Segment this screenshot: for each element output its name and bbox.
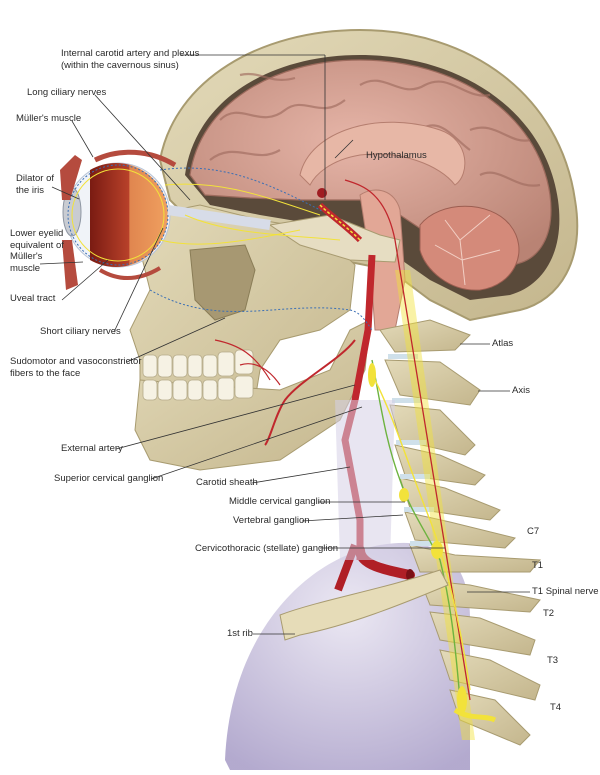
teeth: [142, 349, 254, 401]
sympathetic-trunk: [371, 359, 461, 701]
label-sudomotor-fibers: Sudomotor and vasoconstrictor fibers to …: [10, 356, 141, 379]
label-short-ciliary-nerves: Short ciliary nerves: [40, 326, 121, 337]
superior-cervical-ganglion-shape: [368, 363, 376, 387]
label-stellate-ganglion: Cervicothoracic (stellate) ganglion: [195, 543, 339, 554]
label-lower-eyelid-line3: Müller's: [10, 251, 43, 262]
cerebellum-folia: [434, 214, 501, 286]
carotid-sheath: [335, 400, 395, 560]
facial-artery-branches: [214, 339, 281, 386]
lower-eyelid-muscle: [62, 240, 78, 290]
middle-cervical-ganglion-shape: [399, 488, 409, 502]
label-atlas: Atlas: [492, 338, 514, 349]
descending-tract: [344, 179, 471, 701]
label-vertebral-ganglion: Vertebral ganglion: [233, 515, 310, 526]
label-uveal-tract: Uveal tract: [10, 293, 56, 304]
corpus-callosum: [299, 121, 466, 186]
label-dilator-line2: the iris: [16, 184, 44, 196]
label-first-rib: 1st rib: [227, 628, 253, 639]
label-sudomotor-line2: fibers to the face: [10, 367, 81, 379]
orbit-socket: [189, 244, 256, 321]
label-mullers-muscle: Müller's muscle: [16, 113, 82, 124]
label-middle-cervical-ganglion: Middle cervical ganglion: [229, 496, 331, 507]
label-axis: Axis: [512, 385, 530, 396]
label-hypothalamus: Hypothalamus: [366, 150, 427, 161]
leader-lines: [39, 54, 530, 635]
intervertebral-discs: [388, 354, 440, 546]
label-t2: T2: [543, 608, 555, 619]
label-t1-spinal-nerve: T1 Spinal nerve: [532, 586, 599, 597]
sympathetic-trunk-2: [374, 379, 471, 691]
label-t1: T1: [532, 560, 544, 571]
label-external-artery: External artery: [61, 443, 123, 454]
label-dilator-of-iris: Dilator of the iris: [16, 173, 54, 196]
stellate-ganglion-shape: [431, 541, 443, 559]
label-lower-eyelid: Lower eyelid equivalent of Müller's musc…: [10, 228, 64, 274]
eyeball: [62, 162, 171, 268]
label-internal-carotid: Internal carotid artery and plexus (with…: [61, 48, 199, 71]
optic-nerve: [167, 205, 271, 230]
carotid-plexus: [317, 188, 363, 243]
label-dilator-line1: Dilator of: [16, 173, 55, 184]
cerebellum: [419, 205, 520, 291]
label-superior-cervical-ganglion: Superior cervical ganglion: [54, 473, 164, 484]
label-t3: T3: [547, 655, 559, 666]
spinal-cord: [395, 270, 475, 740]
label-c7: C7: [527, 526, 540, 537]
label-carotid-sheath: Carotid sheath: [196, 477, 258, 488]
ciliary-nerves: [149, 167, 373, 331]
label-t4: T4: [550, 702, 562, 713]
label-long-ciliary-nerves: Long ciliary nerves: [27, 87, 107, 98]
label-sudomotor-line1: Sudomotor and vasoconstrictor: [10, 356, 142, 367]
label-internal-carotid-line2: (within the cavernous sinus): [61, 59, 179, 71]
upper-eyelid-muscle: [60, 155, 82, 200]
label-lower-eyelid-line4: muscle: [10, 262, 41, 274]
external-carotid-artery: [264, 339, 356, 446]
first-rib: [279, 569, 449, 641]
label-internal-carotid-line1: Internal carotid artery and plexus: [61, 48, 200, 59]
label-lower-eyelid-line2: equivalent of: [10, 239, 64, 251]
label-lower-eyelid-line1: Lower eyelid: [10, 228, 64, 239]
